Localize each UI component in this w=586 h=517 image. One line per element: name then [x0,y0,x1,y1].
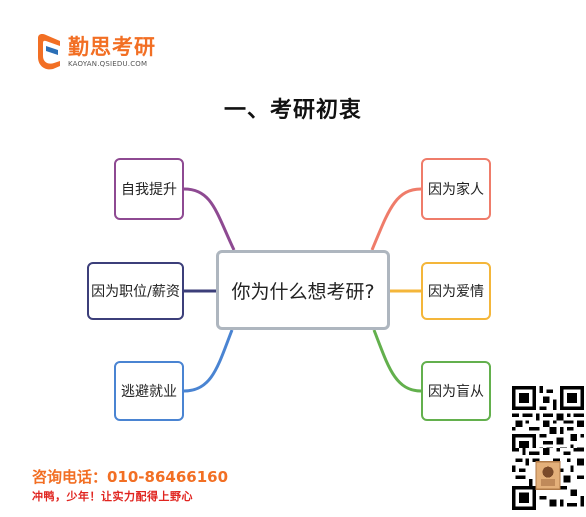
slogan-text: 冲鸭，少年！让实力配得上野心 [32,490,193,503]
logo-url: KAOYAN.QSIEDU.COM [68,60,148,68]
connector-herd [372,329,422,393]
page-title: 一、考研初衷 [223,98,362,123]
node-self-improvement: 自我提升 [114,158,184,220]
qr-code-icon[interactable] [512,386,584,458]
connector-flee [183,329,234,393]
node-following-crowd: 因为盲从 [421,361,491,421]
node-family: 因为家人 [421,158,491,220]
brand-logo: 勤思考研 KAOYAN.QSIEDU.COM [34,30,164,76]
central-topic: 你为什么想考研? [216,250,390,330]
connector-fam [370,187,422,251]
node-love: 因为爱情 [421,262,491,320]
connector-self [183,187,236,251]
contact-phone: 咨询电话：010-86466160 [32,468,229,486]
qr-code-secondary-icon[interactable] [512,448,584,510]
logo-text: 勤思考研 [68,35,156,59]
logo-mark-icon [38,34,60,70]
node-avoid-employment: 逃避就业 [114,361,184,421]
node-position-salary: 因为职位/薪资 [87,262,184,320]
